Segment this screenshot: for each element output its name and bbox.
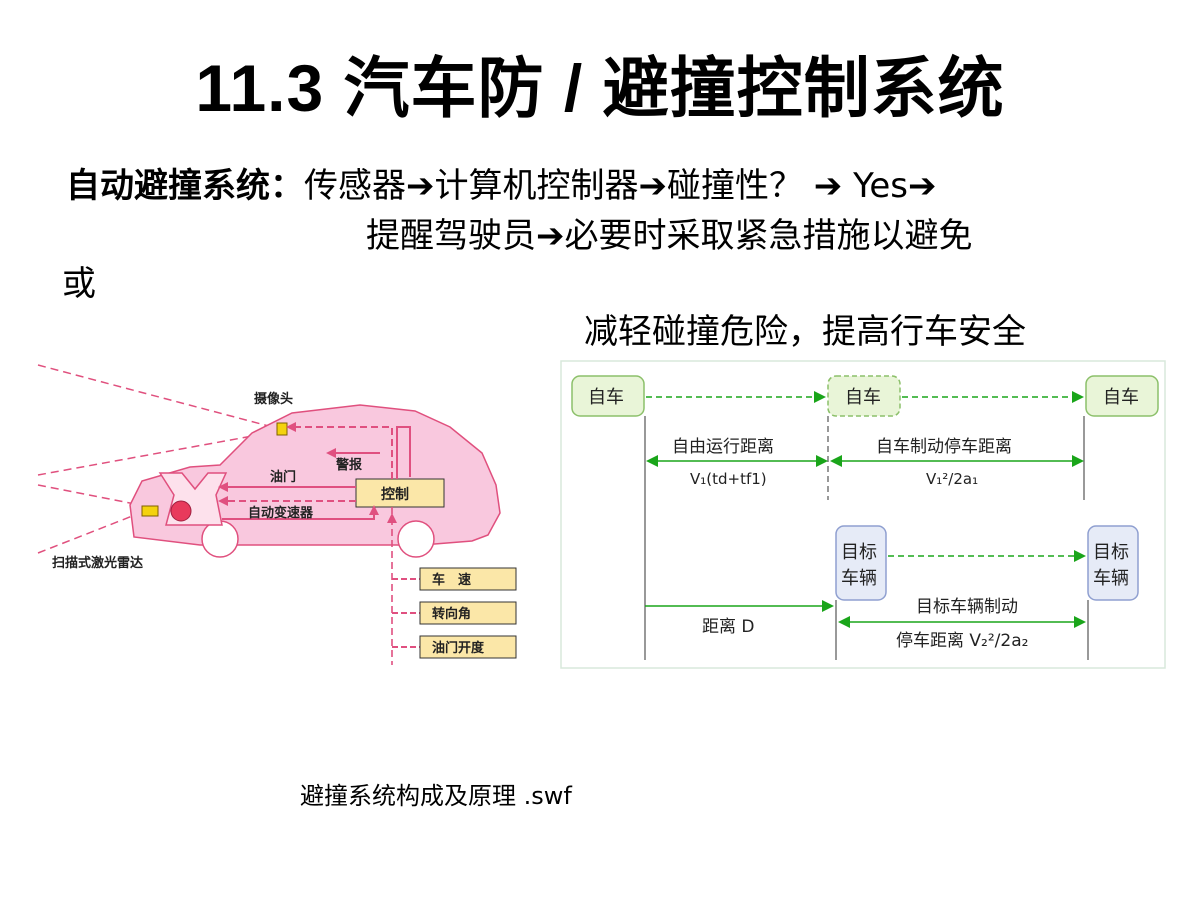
target-motion-arrow-head [1074, 550, 1086, 562]
braking-arrow-heads [646, 455, 1084, 467]
free-run-label: 自由运行距离 [672, 437, 774, 457]
actuator-icon [170, 500, 192, 522]
car-system-diagram: 摄像头 警报 油门 控制 自动变速器 扫描式激光雷达 车 速 转向角 油门开度 [37, 364, 517, 665]
target-car-label-start-2: 车辆 [841, 568, 877, 589]
target-car-box-end [1087, 525, 1139, 601]
input-box-throttle [419, 635, 517, 659]
distance-d-arrow-head [822, 600, 834, 612]
self-brake-label: 自车制动停车距离 [876, 437, 1012, 457]
rear-wheel [397, 520, 435, 558]
control-label: 控制 [381, 486, 409, 503]
target-brake-label-2: 停车距离 V₂²/2a₂ [896, 631, 1028, 651]
input-throttle-label: 油门开度 [432, 640, 485, 656]
target-brake-arrow-head-left [838, 616, 850, 628]
self-car-label-mid: 自车 [845, 387, 881, 408]
target-car-box-start [835, 525, 887, 601]
animation-file-link[interactable]: 避撞系统构成及原理 .swf [300, 782, 572, 810]
free-run-formula: V₁(td+tf1) [690, 470, 767, 488]
system-flow-text: 传感器➔计算机控制器➔碰撞性？ ➔ Yes➔ [304, 166, 937, 206]
throttle-label: 油门 [270, 469, 296, 485]
control-box [355, 478, 445, 508]
top-arrow-heads [814, 391, 1084, 403]
target-brake-label-1: 目标车辆制动 [916, 597, 1018, 617]
signal-arrows [222, 426, 420, 665]
camera-label: 摄像头 [254, 391, 293, 407]
system-label: 自动避撞系统： [66, 166, 304, 206]
lidar-label: 扫描式激光雷达 [52, 555, 143, 571]
target-car-label-end-2: 车辆 [1093, 568, 1129, 589]
self-car-box-end [1085, 375, 1159, 417]
arrow-heads [218, 422, 397, 523]
camera-icon [276, 422, 288, 436]
input-box-steering [419, 601, 517, 625]
input-box-speed [419, 567, 517, 591]
radar-beams [37, 364, 281, 554]
alarm-label: 警报 [336, 457, 363, 473]
slide-title: 11.3 汽车防 / 避撞控制系统 [195, 51, 1005, 125]
auto-trans-label: 自动变速器 [248, 505, 314, 521]
target-car-label-start-1: 目标 [841, 542, 877, 563]
self-car-box-mid [827, 375, 901, 417]
distance-diagram: 自车 自车 自车 自由运行距离 V₁(td+tf1) 自车制动停车距离 V₁²/… [560, 360, 1166, 669]
front-wheel [201, 520, 239, 558]
target-car-label-end-1: 目标 [1093, 542, 1129, 563]
system-description-line2: 提醒驾驶员➔必要时采取紧急措施以避免 [366, 216, 973, 256]
distance-d-label: 距离 D [702, 617, 755, 637]
system-description-line4: 减轻碰撞危险，提高行车安全 [584, 312, 1026, 352]
system-description-line1: 自动避撞系统：传感器➔计算机控制器➔碰撞性？ ➔ Yes➔ [66, 164, 936, 208]
input-speed-label: 车 速 [432, 572, 471, 588]
self-car-label-end: 自车 [1103, 387, 1139, 408]
self-car-label-start: 自车 [588, 387, 624, 408]
self-car-box-start [571, 375, 645, 417]
lidar-sensor-icon [141, 505, 159, 517]
system-description-line3: 或 [62, 264, 96, 304]
self-brake-formula: V₁²/2a₁ [926, 470, 978, 488]
vertical-markers [644, 416, 1089, 660]
target-brake-arrow-head-right [1074, 616, 1086, 628]
input-steering-label: 转向角 [432, 606, 471, 622]
